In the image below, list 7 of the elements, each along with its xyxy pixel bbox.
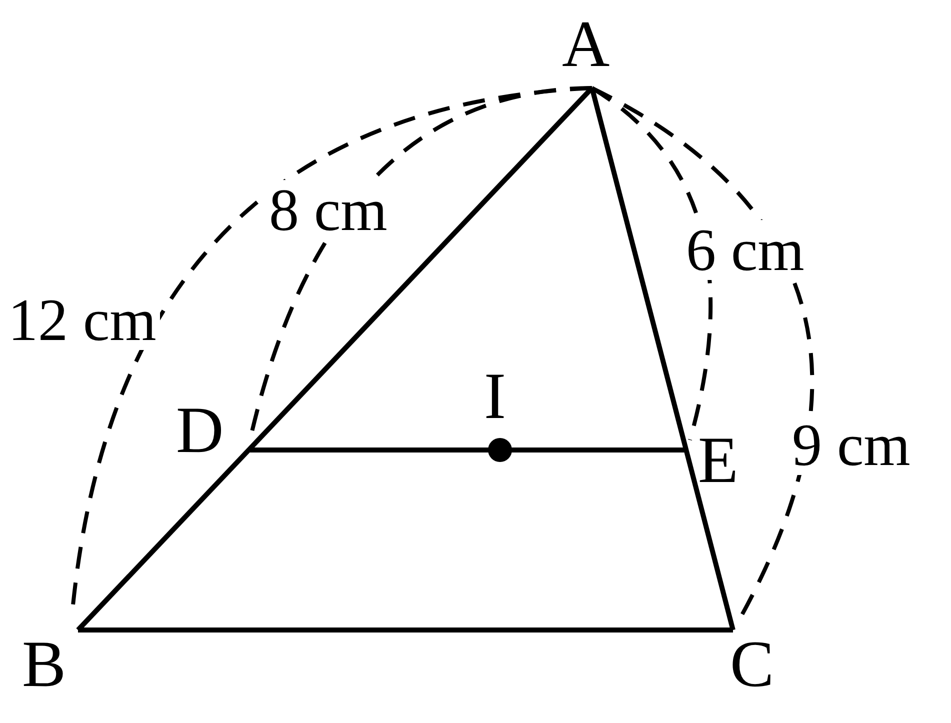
point-label: I bbox=[484, 364, 506, 430]
point-label: A bbox=[562, 12, 610, 78]
point-label: D bbox=[176, 398, 224, 464]
point-label: C bbox=[730, 632, 774, 698]
line-segment bbox=[78, 628, 733, 632]
point-label: B bbox=[22, 632, 66, 698]
point-label: E bbox=[698, 428, 738, 494]
